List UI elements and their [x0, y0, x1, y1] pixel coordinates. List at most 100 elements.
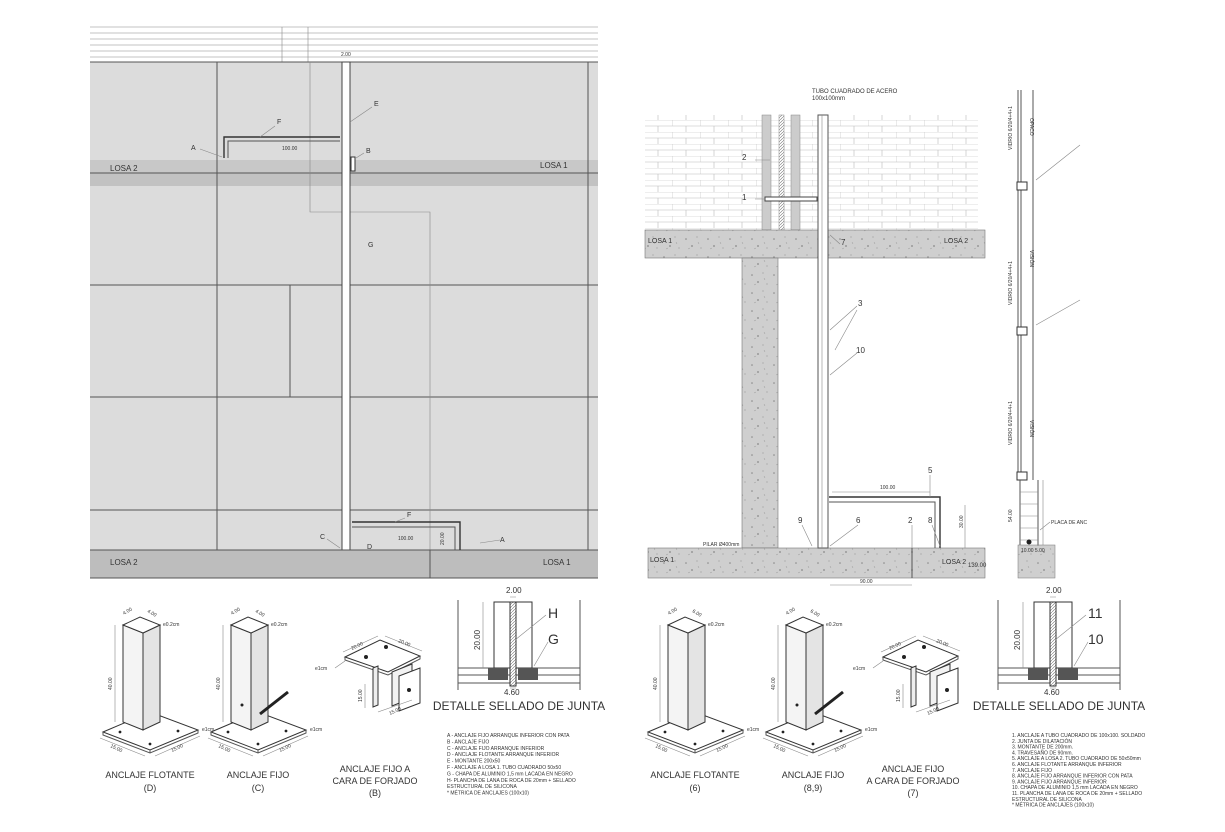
- transom: [1016, 326, 1028, 336]
- callout-8: 8: [928, 516, 933, 525]
- dimension: 15.00: [833, 743, 847, 754]
- anchor-f-bottom: [352, 521, 461, 550]
- anchor-code: (6): [690, 783, 701, 793]
- dimension: 6.00: [809, 609, 821, 619]
- glass-spec: VIDRIO 6/20/4+4+1: [1008, 401, 1014, 445]
- expansion-joint: [778, 114, 785, 231]
- callout-9: 9: [798, 516, 803, 525]
- facade-vertical-section: VIDRIO 6/20/4+4+1 VIDRIO 6/20/4+4+1 VIDR…: [1008, 90, 1088, 579]
- bolt: [814, 690, 844, 716]
- dimension: e0.2cm: [708, 622, 724, 628]
- bolt: [259, 690, 289, 716]
- dimension: 15.00: [388, 706, 402, 717]
- dimension: 15.00: [772, 743, 786, 754]
- wall-layer: [790, 114, 801, 231]
- losa-label: LOSA 2: [110, 558, 138, 567]
- dimension: 15.00: [109, 743, 123, 754]
- dimension: 15.00: [896, 689, 902, 702]
- facade-elevation: LOSA 2 LOSA 1 LOSA 2 LOSA 1 2.00 100.00 …: [90, 26, 598, 579]
- detail-title: DETALLE SELLADO DE JUNTA: [973, 699, 1145, 713]
- anchor-5: [829, 496, 941, 548]
- post: [122, 624, 144, 731]
- bolt-hole: [284, 729, 288, 733]
- bolt-hole: [256, 742, 260, 746]
- dimension: 4.00: [146, 609, 158, 619]
- legend-item: G - CHAPA DE ALUMINIO 1,5 mm LACADA EN N…: [447, 771, 573, 777]
- callout: H: [548, 605, 558, 621]
- dimension: 20.00: [440, 532, 446, 545]
- pillar-label: PILAR Ø400mm: [703, 542, 739, 548]
- anchor-title: ANCLAJE FIJO: [882, 764, 945, 774]
- dimension: e1cm: [202, 727, 214, 733]
- fin: [372, 665, 379, 708]
- slab-bottom: [90, 550, 598, 578]
- dimension: 10.00 5.00: [1021, 548, 1045, 554]
- zone-label: OPACO: [1028, 118, 1034, 136]
- dimension: 2.00: [1046, 586, 1062, 595]
- callout-c: C: [320, 534, 325, 541]
- slab-detail: [1017, 544, 1056, 579]
- legend-item: 2. JUNTA DE DILATACIÓN: [1012, 738, 1072, 745]
- dimension: 6.00: [691, 609, 703, 619]
- anchor-code: (D): [144, 783, 157, 793]
- legend-item: H- PLANCHA DE LANA DE ROCA DE 20mm + SEL…: [447, 778, 576, 784]
- callout-5: 5: [928, 466, 933, 475]
- post: [785, 624, 807, 731]
- bolt-hole: [693, 742, 697, 746]
- callout-a: A: [500, 537, 505, 544]
- dimension: 100.00: [398, 536, 414, 542]
- vertical-section: TUBO CUADRADO DE ACERO 100x100mm LOSA 1 …: [644, 89, 987, 586]
- slab-bottom: [647, 547, 986, 579]
- callout-2: 2: [742, 153, 747, 162]
- dimension: e1cm: [310, 727, 322, 733]
- anchor-f-top: [223, 136, 340, 158]
- wall-layer: [761, 114, 772, 231]
- dimension: 40.00: [653, 677, 659, 690]
- dimension: 15.00: [278, 743, 292, 754]
- gasket: [518, 668, 538, 680]
- dimension: 20.00: [473, 629, 482, 650]
- dimension: 20.00: [397, 638, 411, 648]
- dimension: 40.00: [216, 677, 222, 690]
- bolt-hole: [176, 729, 180, 733]
- dimension: 90.00: [860, 579, 873, 585]
- legend-item: ESTRUCTURAL DE SILICONA: [447, 784, 517, 790]
- dimension: 15.00: [715, 743, 729, 754]
- callout-3: 3: [858, 299, 863, 308]
- anchor-b: [350, 156, 356, 172]
- dimension: 15.00: [654, 743, 668, 754]
- callout-10: 10: [856, 346, 865, 355]
- top-guide-lines: [90, 26, 598, 62]
- legend-item: 3. MONTANTE DE 200mm.: [1012, 745, 1073, 751]
- dimension: 4.00: [122, 607, 134, 617]
- legend-item: 8. ANCLAJE FIJO ARRANQUE INFERIOR CON PA…: [1012, 774, 1133, 780]
- post: [667, 624, 689, 731]
- fin: [910, 665, 917, 708]
- anchor-title: ANCLAJE FIJO A: [340, 764, 411, 774]
- legend-item: 10. CHAPA DE ALUMINIO 1,5 mm LACADA EN N…: [1012, 785, 1138, 791]
- mullion: [1033, 601, 1051, 669]
- dimension: 2.00: [506, 586, 522, 595]
- section-title: TUBO CUADRADO DE ACERO: [812, 89, 898, 95]
- dimension: 54.00: [1008, 509, 1014, 522]
- dimension: 100.00: [282, 146, 298, 152]
- callout-d: D: [367, 544, 372, 551]
- legend-item: * MÉTRICA DE ANCLAJES (100x10): [1012, 802, 1094, 809]
- callout-7: 7: [841, 238, 846, 247]
- anchor-title: ANCLAJE FLOTANTE: [650, 770, 739, 780]
- transom: [1016, 471, 1028, 481]
- dimension: 4.00: [254, 609, 266, 619]
- dimension: 20.00: [350, 641, 364, 652]
- callout-1: 1: [742, 193, 747, 202]
- legend-item: 1. ANCLAJE A TUBO CUADRADO DE 100x100. S…: [1012, 733, 1145, 739]
- brick-wall: [645, 115, 978, 230]
- bolt-hole: [721, 729, 725, 733]
- dimension: e0.2cm: [271, 622, 287, 628]
- gasket: [1058, 668, 1078, 680]
